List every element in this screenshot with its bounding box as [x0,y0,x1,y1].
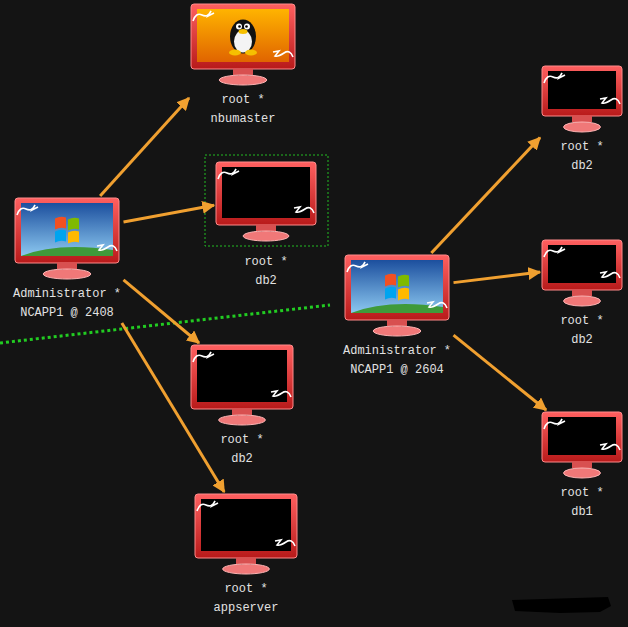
pivot-line [0,305,330,343]
user-label: root * [189,91,297,110]
host-node: root *appserver [193,492,299,618]
host-label: nbumaster [189,110,297,129]
attack-arrow [454,335,547,410]
user-label: root * [540,484,624,503]
monitor-icon [540,238,624,308]
user-label: root * [214,253,318,272]
host-node: root *db2 [540,238,624,350]
host-label: db1 [540,503,624,522]
monitor-icon [540,64,624,134]
host-label: db2 [540,157,624,176]
monitor-icon [189,2,297,87]
user-label: Administrator * [341,342,454,361]
host-node: Administrator *NCAPP1 @ 2408 [11,196,124,323]
attack-arrow [124,205,215,222]
host-node: root *db2 [540,64,624,176]
host-node: Administrator *NCAPP1 @ 2604 [341,253,454,380]
user-label: root * [193,580,299,599]
monitor-icon [214,160,318,243]
redaction-mark [512,597,611,613]
host-node: root *db1 [540,410,624,522]
host-label: db2 [214,272,318,291]
attack-arrow [454,272,541,283]
host-node: root *db2 [214,160,318,291]
host-node: root *nbumaster [189,2,297,129]
attack-arrow [100,98,189,196]
host-label: NCAPP1 @ 2408 [11,304,124,323]
attack-arrow [124,280,199,343]
user-label: root * [540,138,624,157]
monitor-icon [193,492,299,576]
host-label: db2 [189,450,295,469]
host-label: appserver [193,599,299,618]
monitor-icon [343,253,451,338]
attack-arrow [431,138,540,253]
monitor-icon [13,196,121,281]
monitor-icon [540,410,624,480]
user-label: root * [540,312,624,331]
host-node: root *db2 [189,343,295,469]
monitor-icon [189,343,295,427]
host-label: db2 [540,331,624,350]
user-label: Administrator * [11,285,124,304]
selection-box [205,155,328,246]
host-label: NCAPP1 @ 2604 [341,361,454,380]
user-label: root * [189,431,295,450]
